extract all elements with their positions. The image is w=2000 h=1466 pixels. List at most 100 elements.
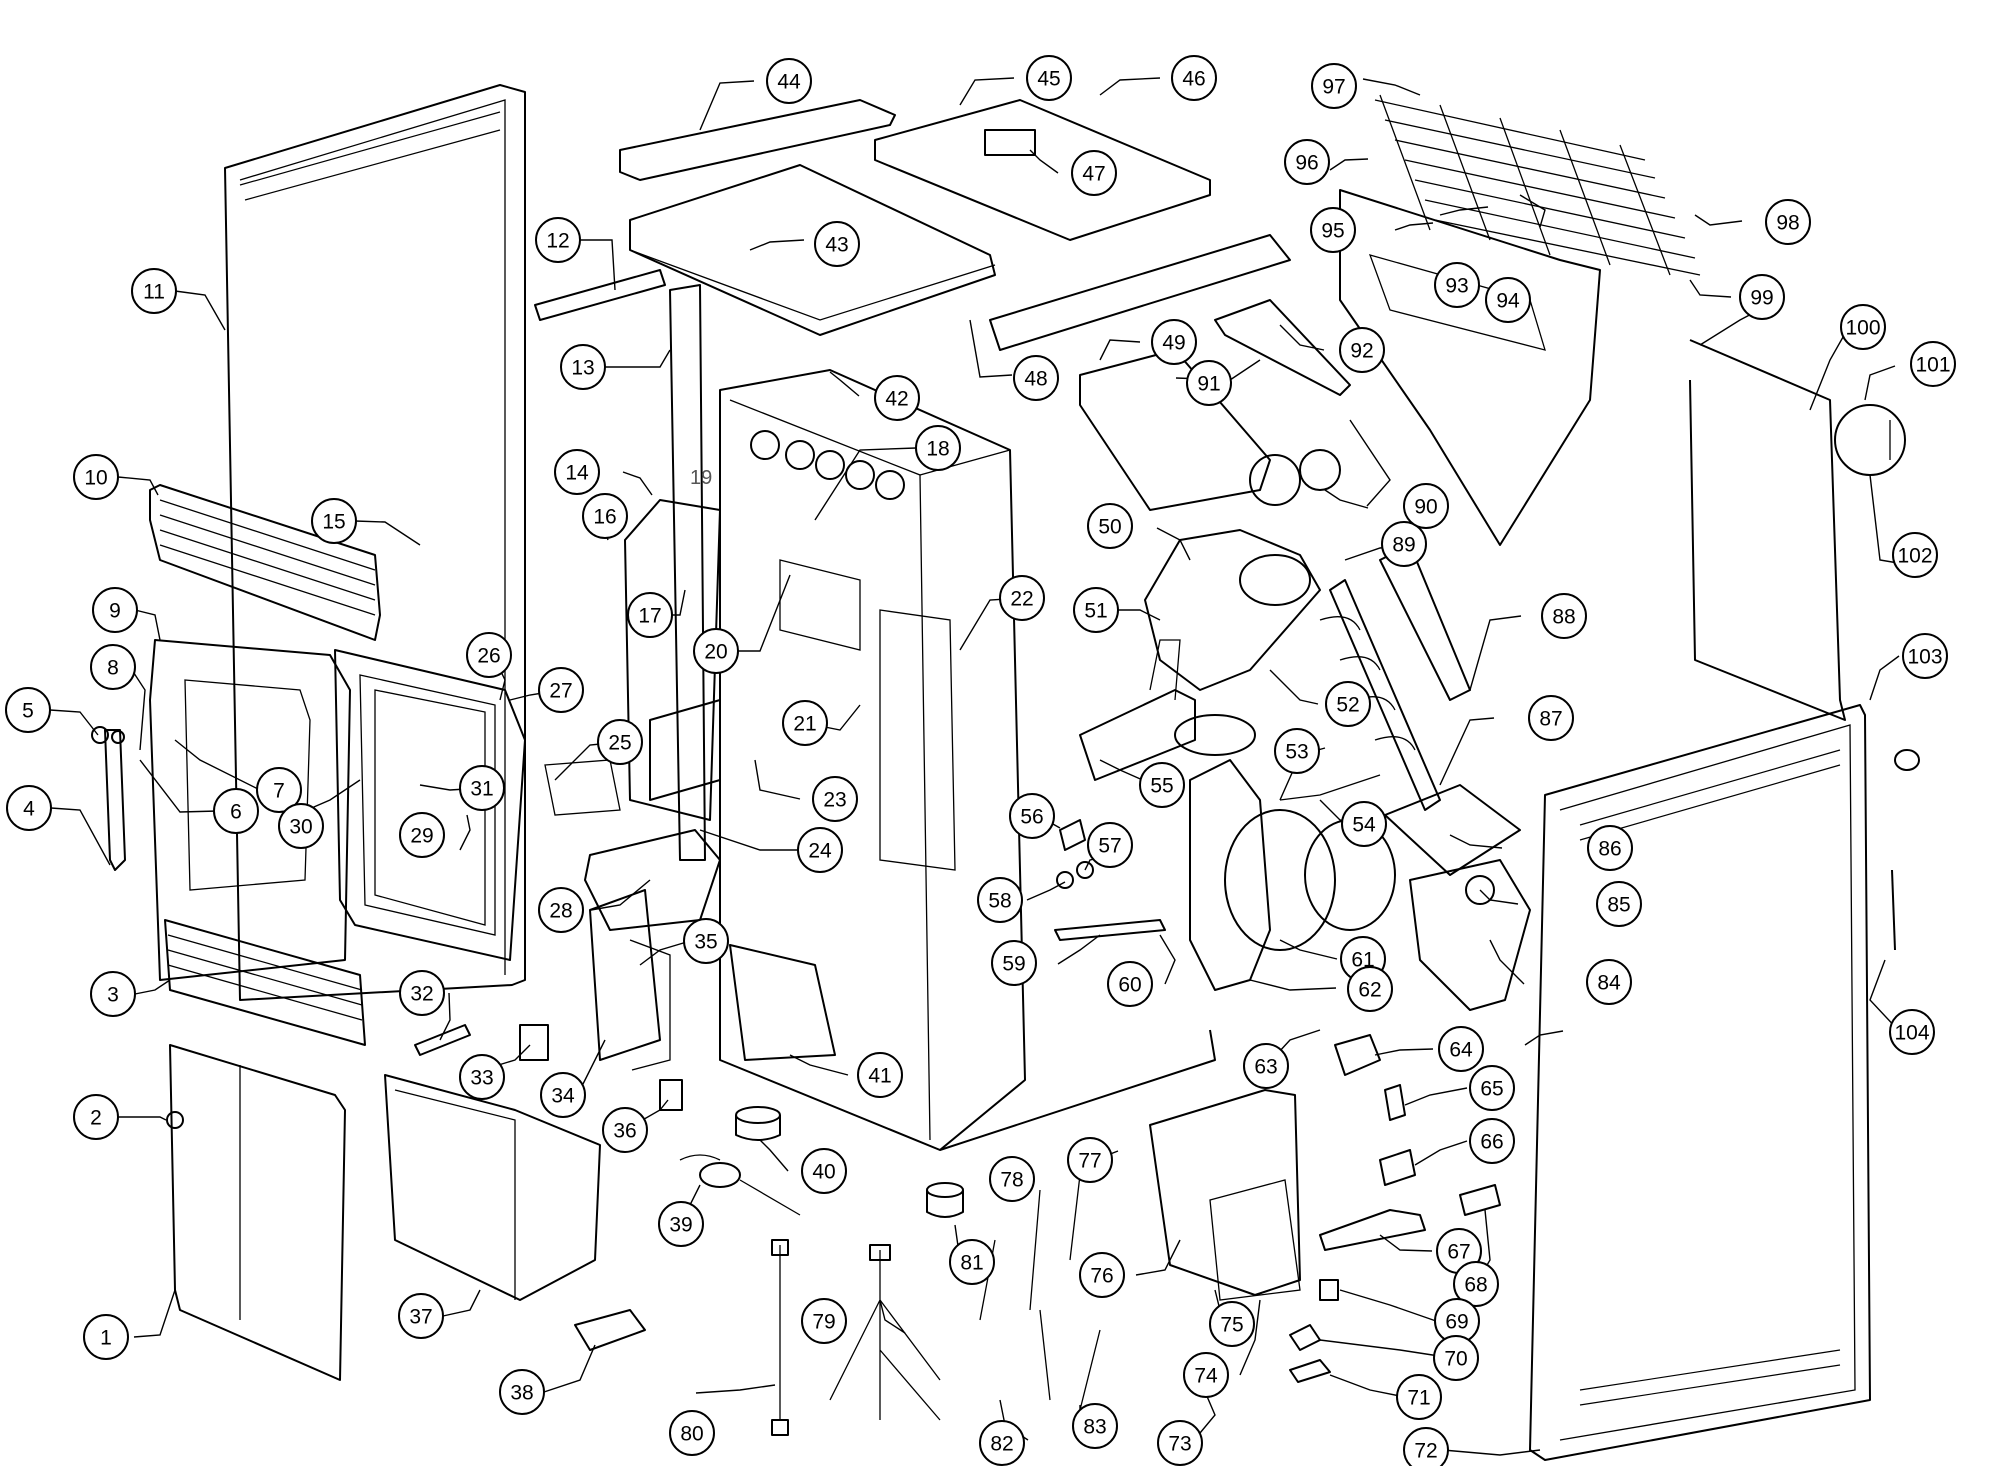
callout-label-15: 15 — [322, 511, 345, 534]
part-rear-right-panel — [1689, 339, 1906, 721]
callout-10: 10 — [73, 454, 119, 500]
callout-62: 62 — [1347, 966, 1393, 1012]
callout-74: 74 — [1183, 1352, 1229, 1398]
callout-92: 92 — [1339, 327, 1385, 373]
callout-label-48: 48 — [1024, 368, 1047, 391]
part-exhaust-pipe — [1079, 689, 1196, 781]
callout-70: 70 — [1433, 1335, 1479, 1381]
callout-label-71: 71 — [1407, 1387, 1430, 1410]
callout-17: 17 — [627, 592, 673, 638]
part-auger-motor — [1384, 784, 1531, 1011]
callout-86: 86 — [1587, 825, 1633, 871]
callout-label-99: 99 — [1750, 287, 1773, 310]
part-exhaust-elbow — [1144, 529, 1321, 691]
part-heat-exchanger — [989, 189, 1601, 546]
part-sensor-53 — [1279, 774, 1381, 801]
callout-label-100: 100 — [1845, 317, 1880, 340]
callout-label-60: 60 — [1118, 974, 1141, 997]
callout-label-18: 18 — [926, 438, 949, 461]
callout-98: 98 — [1765, 199, 1811, 245]
part-igniter-67 — [1319, 1209, 1426, 1251]
callout-101: 101 — [1910, 341, 1956, 387]
part-clip-56 — [1059, 819, 1086, 851]
callout-72: 72 — [1403, 1427, 1449, 1466]
callout-54: 54 — [1341, 801, 1387, 847]
callout-1: 1 — [83, 1314, 129, 1360]
callout-6: 6 — [213, 788, 259, 834]
callout-label-31: 31 — [470, 778, 493, 801]
callout-label-14: 14 — [565, 462, 589, 485]
callout-label-91: 91 — [1197, 373, 1220, 396]
callout-89: 89 — [1381, 521, 1427, 567]
part-rod-32 — [414, 1024, 471, 1056]
callout-81: 81 — [949, 1239, 995, 1285]
callout-label-8: 8 — [107, 657, 119, 680]
callout-label-88: 88 — [1552, 606, 1575, 629]
callout-label-101: 101 — [1915, 354, 1950, 377]
callout-14: 14 — [554, 449, 600, 495]
callout-100: 100 — [1840, 304, 1886, 350]
callout-39: 39 — [658, 1201, 704, 1247]
callout-label-34: 34 — [551, 1085, 575, 1108]
callout-103: 103 — [1902, 633, 1948, 679]
part-rod-59 — [1054, 919, 1166, 941]
part-right-side-panel — [1529, 704, 1871, 1461]
part-wiring-harnesses — [771, 1174, 1101, 1436]
callout-label-54: 54 — [1352, 814, 1376, 837]
callout-26: 26 — [466, 632, 512, 678]
callout-label-90: 90 — [1414, 496, 1437, 519]
callout-65: 65 — [1469, 1065, 1515, 1111]
callout-102: 102 — [1892, 532, 1938, 578]
callout-95: 95 — [1310, 207, 1356, 253]
callout-label-66: 66 — [1480, 1131, 1503, 1154]
part-door-frame — [149, 639, 351, 981]
callout-64: 64 — [1438, 1026, 1484, 1072]
label-19: 19 — [690, 467, 712, 489]
callout-66: 66 — [1469, 1118, 1515, 1164]
callout-28: 28 — [538, 887, 584, 933]
callout-49: 49 — [1151, 319, 1197, 365]
callout-label-103: 103 — [1907, 646, 1942, 669]
callout-label-51: 51 — [1084, 600, 1107, 623]
callout-label-67: 67 — [1447, 1241, 1470, 1264]
callout-25: 25 — [597, 719, 643, 765]
callout-68: 68 — [1453, 1261, 1499, 1307]
callout-label-7: 7 — [273, 780, 285, 803]
part-ash-drawer — [384, 1074, 601, 1301]
callout-51: 51 — [1073, 587, 1119, 633]
callout-label-72: 72 — [1414, 1440, 1437, 1463]
part-strut-90 — [1149, 639, 1181, 701]
callout-22: 22 — [999, 575, 1045, 621]
callout-63: 63 — [1243, 1043, 1289, 1089]
part-foot-78 — [926, 1182, 964, 1218]
callout-52: 52 — [1325, 681, 1371, 727]
callout-label-58: 58 — [988, 890, 1011, 913]
callout-label-75: 75 — [1220, 1314, 1243, 1337]
callout-label-21: 21 — [793, 713, 816, 736]
callout-21: 21 — [782, 700, 828, 746]
callout-91: 91 — [1186, 360, 1232, 406]
callout-label-26: 26 — [477, 645, 500, 668]
callout-label-2: 2 — [90, 1107, 102, 1130]
callout-85: 85 — [1596, 881, 1642, 927]
callout-30: 30 — [278, 803, 324, 849]
callout-37: 37 — [398, 1293, 444, 1339]
callout-32: 32 — [399, 970, 445, 1016]
callout-79: 79 — [801, 1298, 847, 1344]
callout-label-6: 6 — [230, 801, 242, 824]
callout-47: 47 — [1071, 150, 1117, 196]
callout-2: 2 — [73, 1094, 119, 1140]
callout-55: 55 — [1139, 762, 1185, 808]
callout-31: 31 — [459, 765, 505, 811]
callout-label-25: 25 — [608, 732, 631, 755]
part-ash-door — [729, 944, 836, 1061]
callout-3: 3 — [90, 971, 136, 1017]
callout-27: 27 — [538, 667, 584, 713]
callout-84: 84 — [1586, 959, 1632, 1005]
callout-13: 13 — [560, 344, 606, 390]
part-relay-65 — [1384, 1084, 1406, 1121]
callout-label-22: 22 — [1010, 588, 1033, 611]
